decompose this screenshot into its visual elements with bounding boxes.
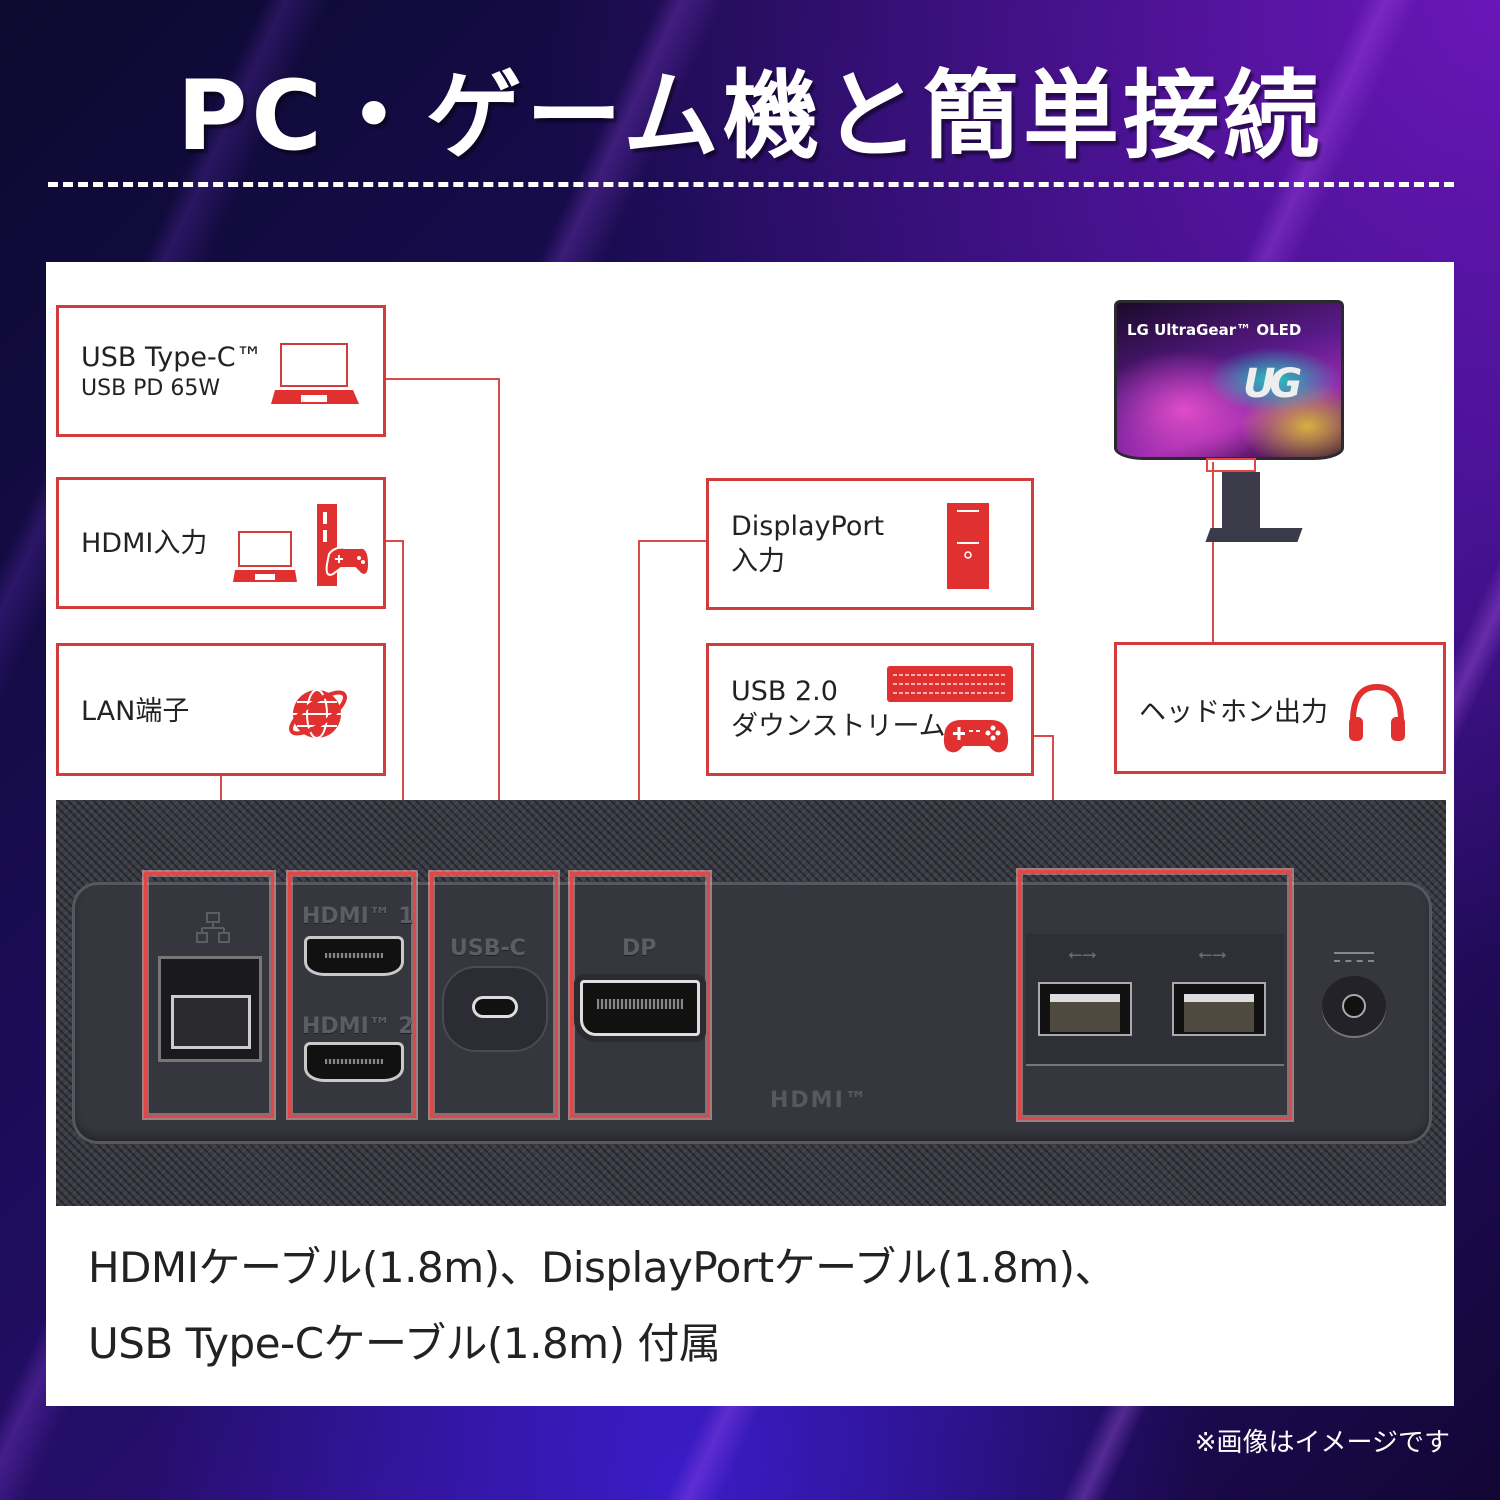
callout-usb-c: USB Type-C™ USB PD 65W — [56, 305, 386, 437]
lan-port — [158, 956, 262, 1062]
callout-displayport: DisplayPort 入力 — [706, 478, 1034, 610]
callout-lan: LAN端子 — [56, 643, 386, 776]
lan-port-highlight — [144, 872, 274, 1118]
callout-displayport-subtitle: 入力 — [731, 546, 785, 578]
monitor-screen: LG UltraGear™ OLED UG — [1114, 300, 1344, 460]
usb-a-port-2 — [1172, 982, 1266, 1036]
connector-line — [1212, 462, 1214, 642]
callout-displayport-title: DisplayPort — [731, 511, 885, 542]
headphones-icon — [1349, 683, 1405, 741]
usb-c-port — [442, 966, 548, 1052]
caption-line-2: USB Type-Cケーブル(1.8m) 付属 — [88, 1319, 721, 1368]
callout-hdmi: HDMI入力 — [56, 477, 386, 609]
callout-headphone: ヘッドホン出力 — [1114, 642, 1446, 774]
usb-c-port-highlight — [430, 872, 558, 1118]
usb-a-port-highlight — [1018, 870, 1292, 1120]
page-title: PC・ゲーム機と簡単接続 — [177, 60, 1323, 172]
game-console-icon — [317, 504, 371, 586]
connector-line — [1034, 735, 1054, 737]
network-symbol-icon — [196, 912, 230, 943]
gamepad-icon — [943, 720, 1009, 753]
connector-line — [386, 378, 500, 380]
hdmi2-label: HDMI™ 2 — [302, 1014, 414, 1039]
headphone-jack-highlight — [1206, 458, 1256, 472]
usb-symbol-icon: ⭠⭢ — [1068, 944, 1097, 965]
usb-symbol-icon: ⭠⭢ — [1198, 944, 1227, 965]
laptop-icon — [271, 343, 359, 404]
callout-hdmi-label: HDMI入力 — [81, 528, 208, 559]
hdmi-port-highlight — [288, 872, 416, 1118]
hdmi2-port — [304, 1042, 404, 1082]
usb-a-port-1 — [1038, 982, 1132, 1036]
hdmi-logo: HDMI™ — [770, 1088, 869, 1113]
connector-line — [386, 540, 404, 542]
callout-usb-c-subtitle: USB PD 65W — [81, 376, 221, 402]
ultragear-logo: UG — [1243, 361, 1302, 407]
hdmi1-label: HDMI™ 1 — [302, 904, 414, 929]
monitor-brand-text: LG UltraGear™ OLED — [1127, 321, 1302, 339]
connector-line — [402, 540, 404, 882]
displayport-highlight — [570, 872, 710, 1118]
desktop-tower-icon — [947, 503, 989, 589]
callout-usb-c-title: USB Type-C™ — [81, 342, 263, 373]
monitor-base — [1205, 528, 1303, 542]
caption-line-1: HDMIケーブル(1.8m)、DisplayPortケーブル(1.8m)、 — [88, 1243, 1117, 1292]
displayport-port — [580, 980, 700, 1036]
callout-headphone-label: ヘッドホン出力 — [1139, 697, 1328, 728]
monitor-image: LG UltraGear™ OLED UG — [1112, 300, 1348, 550]
laptop-icon — [233, 531, 297, 582]
usb-c-label: USB-C — [450, 936, 526, 961]
dp-label: DP — [622, 936, 657, 961]
globe-network-icon — [289, 689, 347, 739]
connector-line — [638, 540, 706, 542]
callout-lan-label: LAN端子 — [81, 696, 190, 727]
callout-usb2: USB 2.0 ダウンストリーム — [706, 643, 1034, 776]
callout-usb2-title: USB 2.0 — [731, 676, 838, 707]
dc-power-jack — [1322, 976, 1386, 1036]
callout-usb2-subtitle: ダウンストリーム — [731, 711, 946, 743]
dc-power-symbol-icon — [1334, 952, 1374, 962]
connector-line — [638, 540, 640, 882]
monitor-stand — [1222, 472, 1260, 530]
image-disclaimer: ※画像はイメージです — [1194, 1428, 1450, 1458]
keyboard-icon — [887, 666, 1013, 702]
hdmi1-port — [304, 936, 404, 976]
dashed-divider — [48, 182, 1454, 187]
connector-line — [498, 378, 500, 882]
